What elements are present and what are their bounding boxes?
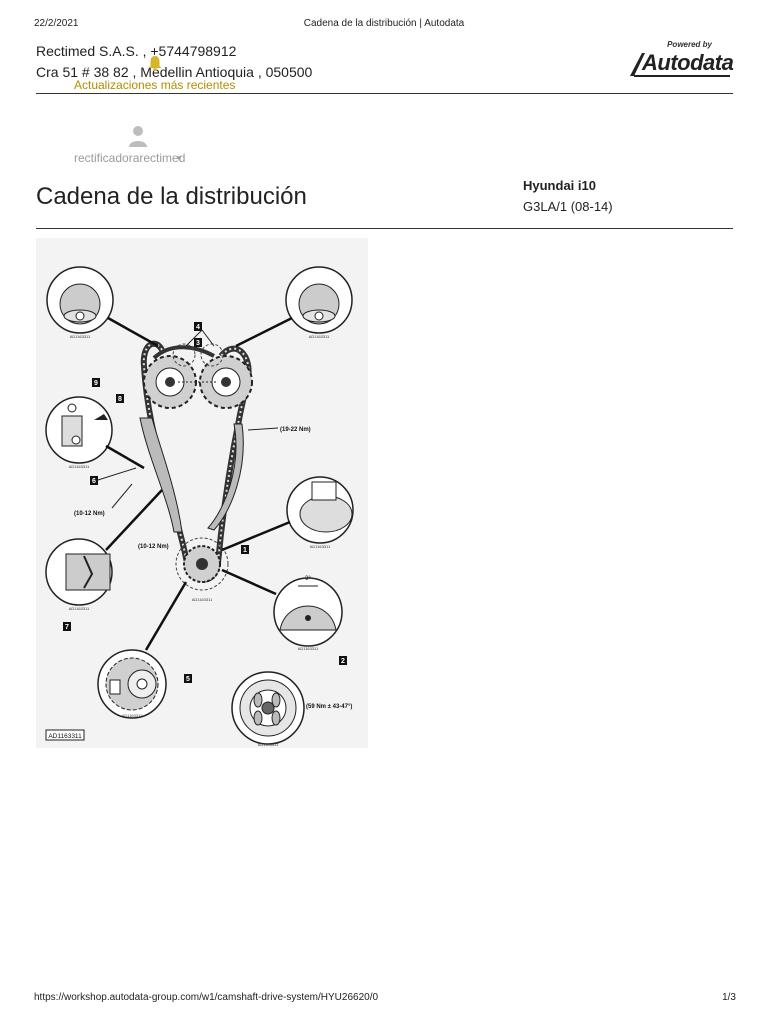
company-address: Cra 51 # 38 82 , Medellin Antioquia , 05… <box>36 64 313 80</box>
callout-5: 5 <box>184 674 192 683</box>
inset-code: AD1163311 <box>258 742 279 747</box>
print-date: 22/2/2021 <box>34 18 79 29</box>
inset-code: AD1163311 <box>122 713 143 718</box>
svg-text:4: 4 <box>196 324 200 331</box>
user-menu-name[interactable]: rectificadorarectimed <box>74 151 186 165</box>
torque-label-tensioner: (10-12 Nm) <box>138 544 169 550</box>
inset-code: AD1163311 <box>310 544 331 549</box>
callout-1: 1 <box>241 545 249 554</box>
timing-chain-diagram: AD1163311 AD1163311 AD1163311 AD1163311 … <box>36 238 368 748</box>
logo-brand: Autodata <box>642 50 734 75</box>
inset-code: AD1163311 <box>298 646 319 651</box>
logo-powered-by: Powered by <box>667 40 712 49</box>
svg-text:9: 9 <box>94 380 98 387</box>
callout-2: 2 <box>339 656 347 665</box>
vehicle-model: Hyundai i10 <box>523 178 596 193</box>
angle-label: 3° <box>305 576 311 582</box>
svg-text:8: 8 <box>118 396 122 403</box>
callout-8: 8 <box>116 394 124 403</box>
camshaft-sprocket-intake <box>143 355 197 409</box>
callout-4: 4 <box>194 322 202 331</box>
svg-text:2: 2 <box>341 658 345 665</box>
title-divider <box>36 228 733 229</box>
svg-text:7: 7 <box>65 624 69 631</box>
svg-text:3: 3 <box>196 340 200 347</box>
inset-code: AD1163311 <box>70 334 91 339</box>
header-divider <box>36 93 733 94</box>
bell-icon[interactable] <box>146 54 164 72</box>
footer-url: https://workshop.autodata-group.com/w1/c… <box>34 992 379 1003</box>
autodata-logo: Powered by Autodata <box>628 38 734 80</box>
inset-bottom-left: AD1163311 <box>97 649 167 719</box>
callout-6: 6 <box>90 476 98 485</box>
logo-slash-icon <box>630 53 645 76</box>
torque-label-guide-right: (19-22 Nm) <box>280 427 311 433</box>
inset-code: AD1163311 <box>69 464 90 469</box>
inset-code-crank: AD1163311 <box>192 597 213 602</box>
camshaft-sprocket-exhaust <box>199 355 253 409</box>
svg-text:6: 6 <box>92 478 96 485</box>
company-info: Rectimed S.A.S. , +5744798912 <box>36 43 237 59</box>
torque-label-guide-left: (10-12 Nm) <box>74 511 105 517</box>
crankshaft-pulley: AD1163311 <box>231 671 305 747</box>
latest-updates-link[interactable]: Actualizaciones más recientes <box>74 78 236 92</box>
torque-label-pulley: (59 Nm ± 43-47°) <box>306 704 352 710</box>
inset-code: AD1163311 <box>309 334 330 339</box>
vehicle-engine: G3LA/1 (08-14) <box>523 199 613 214</box>
svg-text:1: 1 <box>243 547 247 554</box>
inset-top-right: AD1163311 <box>285 266 353 339</box>
callout-7: 7 <box>63 622 71 631</box>
inset-left-middle: AD1163311 <box>45 396 113 469</box>
logo-underline <box>634 75 730 77</box>
svg-text:5: 5 <box>186 676 190 683</box>
inset-top-left: AD1163311 <box>46 266 114 339</box>
user-icon[interactable] <box>128 124 148 148</box>
callout-3: 3 <box>194 338 202 347</box>
inset-left-lower: AD1163311 <box>45 538 113 611</box>
print-page-title: Cadena de la distribución | Autodata <box>303 18 465 29</box>
inset-right-middle: AD1163311 <box>286 476 354 549</box>
inset-right-lower: 3° AD1163311 <box>273 576 343 651</box>
crankshaft-sprocket <box>175 537 229 591</box>
page-title: Cadena de la distribución <box>36 183 307 210</box>
footer-page-number: 1/3 <box>722 992 736 1003</box>
diagram-reference: AD1163311 <box>48 733 82 740</box>
callout-9: 9 <box>92 378 100 387</box>
chevron-down-icon[interactable]: ▾ <box>177 153 182 163</box>
inset-code: AD1163311 <box>69 606 90 611</box>
